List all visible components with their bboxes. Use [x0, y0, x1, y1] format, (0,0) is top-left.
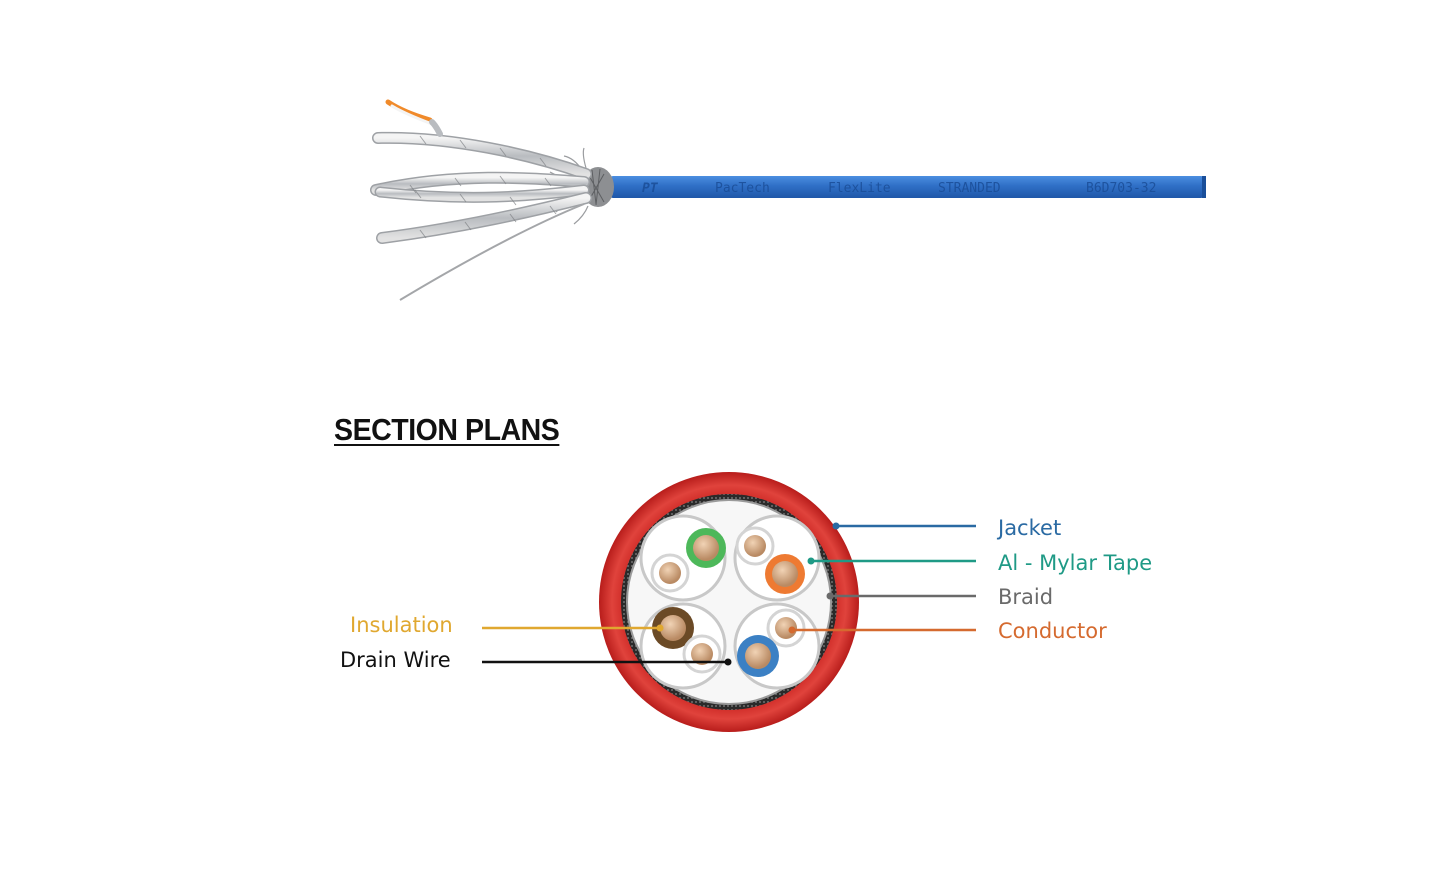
foil-pair-3: [374, 184, 590, 203]
foil-pair-1: [372, 131, 592, 180]
pair-brown: [639, 602, 727, 690]
drain-wire-strand: [399, 203, 585, 301]
label-braid: Braid: [998, 585, 1053, 609]
section-title: SECTION PLANS: [334, 412, 560, 447]
pair-green: [639, 514, 727, 602]
cross-section-diagram: Jacket Al - Mylar Tape Braid Conductor I…: [340, 472, 1152, 732]
jacket-print-model: FlexLite: [828, 181, 891, 196]
jacket-print-type: STRANDED: [938, 181, 1001, 196]
orange-conductor-tip: [385, 99, 443, 137]
leader-conductor: [788, 626, 976, 634]
leader-drain-wire: [482, 658, 732, 666]
pair-blue: [733, 602, 821, 690]
cable-illustration: PT PacTech FlexLite STRANDED B6D703-32: [370, 99, 1206, 301]
leader-insulation: [482, 624, 664, 632]
jacket-print-brand: PacTech: [715, 181, 770, 196]
foil-pair-4: [376, 192, 592, 244]
cable-jacket: [610, 176, 1206, 198]
leader-braid: [826, 592, 976, 600]
label-mylar-tape: Al - Mylar Tape: [998, 551, 1152, 575]
label-jacket: Jacket: [996, 516, 1061, 540]
leader-jacket: [832, 522, 976, 530]
label-drain-wire: Drain Wire: [340, 648, 451, 672]
label-insulation: Insulation: [350, 613, 453, 637]
leader-mylar: [807, 557, 976, 565]
jacket-print-logo: PT: [642, 181, 659, 196]
label-conductor: Conductor: [998, 619, 1107, 643]
foil-pair-2: [370, 171, 590, 196]
jacket-print-part: B6D703-32: [1086, 181, 1156, 196]
pair-orange: [733, 514, 821, 602]
